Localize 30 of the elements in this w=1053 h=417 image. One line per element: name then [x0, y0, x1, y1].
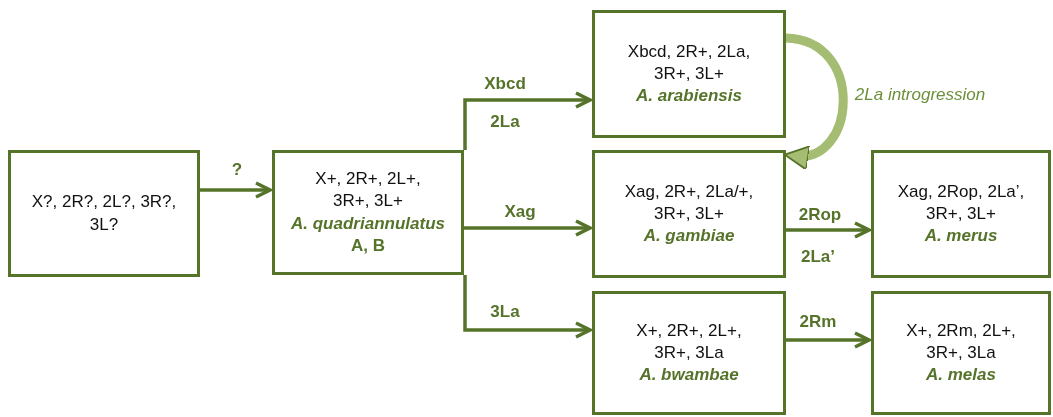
genotype-text: X+, 2R+, 2L+, 3R+, 3La — [635, 319, 743, 364]
process-box — [871, 291, 1051, 415]
species-name: A. gambiae — [643, 225, 735, 248]
edge-label: Xag — [502, 202, 538, 222]
edge-label: 2Rop — [796, 205, 844, 225]
genotype-text: Xag, 2R+, 2La/+, 3R+, 3L+ — [623, 180, 755, 225]
arrow — [786, 221, 871, 239]
arrow — [463, 91, 592, 150]
arrow — [786, 331, 871, 349]
species-name: A. bwambae — [639, 364, 739, 387]
genotype-text: X+, 2R+, 2L+, 3R+, 3L+ — [314, 168, 422, 213]
species-name: A. arabiensis — [636, 85, 742, 108]
process-box — [592, 150, 786, 278]
process-box — [871, 150, 1051, 278]
species-name: A. merus — [924, 225, 998, 248]
arrow — [200, 181, 272, 199]
arrow — [463, 275, 592, 339]
arrow — [464, 219, 592, 237]
form-text: A, B — [351, 234, 385, 257]
genotype-text: Xag, 2Rop, 2La’, 3R+, 3L+ — [896, 180, 1026, 225]
process-box — [592, 291, 786, 415]
edge-label: 2La introgression — [852, 85, 988, 105]
genotype-text: X+, 2Rm, 2L+, 3R+, 3La — [905, 319, 1017, 364]
process-box — [8, 150, 200, 277]
genotype-text: X?, 2R?, 2L?, 3R?, 3L? — [31, 191, 177, 236]
process-box — [272, 150, 464, 275]
species-name: A. melas — [926, 364, 996, 387]
species-name: A. quadriannulatus — [291, 212, 445, 235]
genotype-text: Xbcd, 2R+, 2La, 3R+, 3L+ — [626, 40, 752, 85]
process-box — [592, 10, 786, 138]
